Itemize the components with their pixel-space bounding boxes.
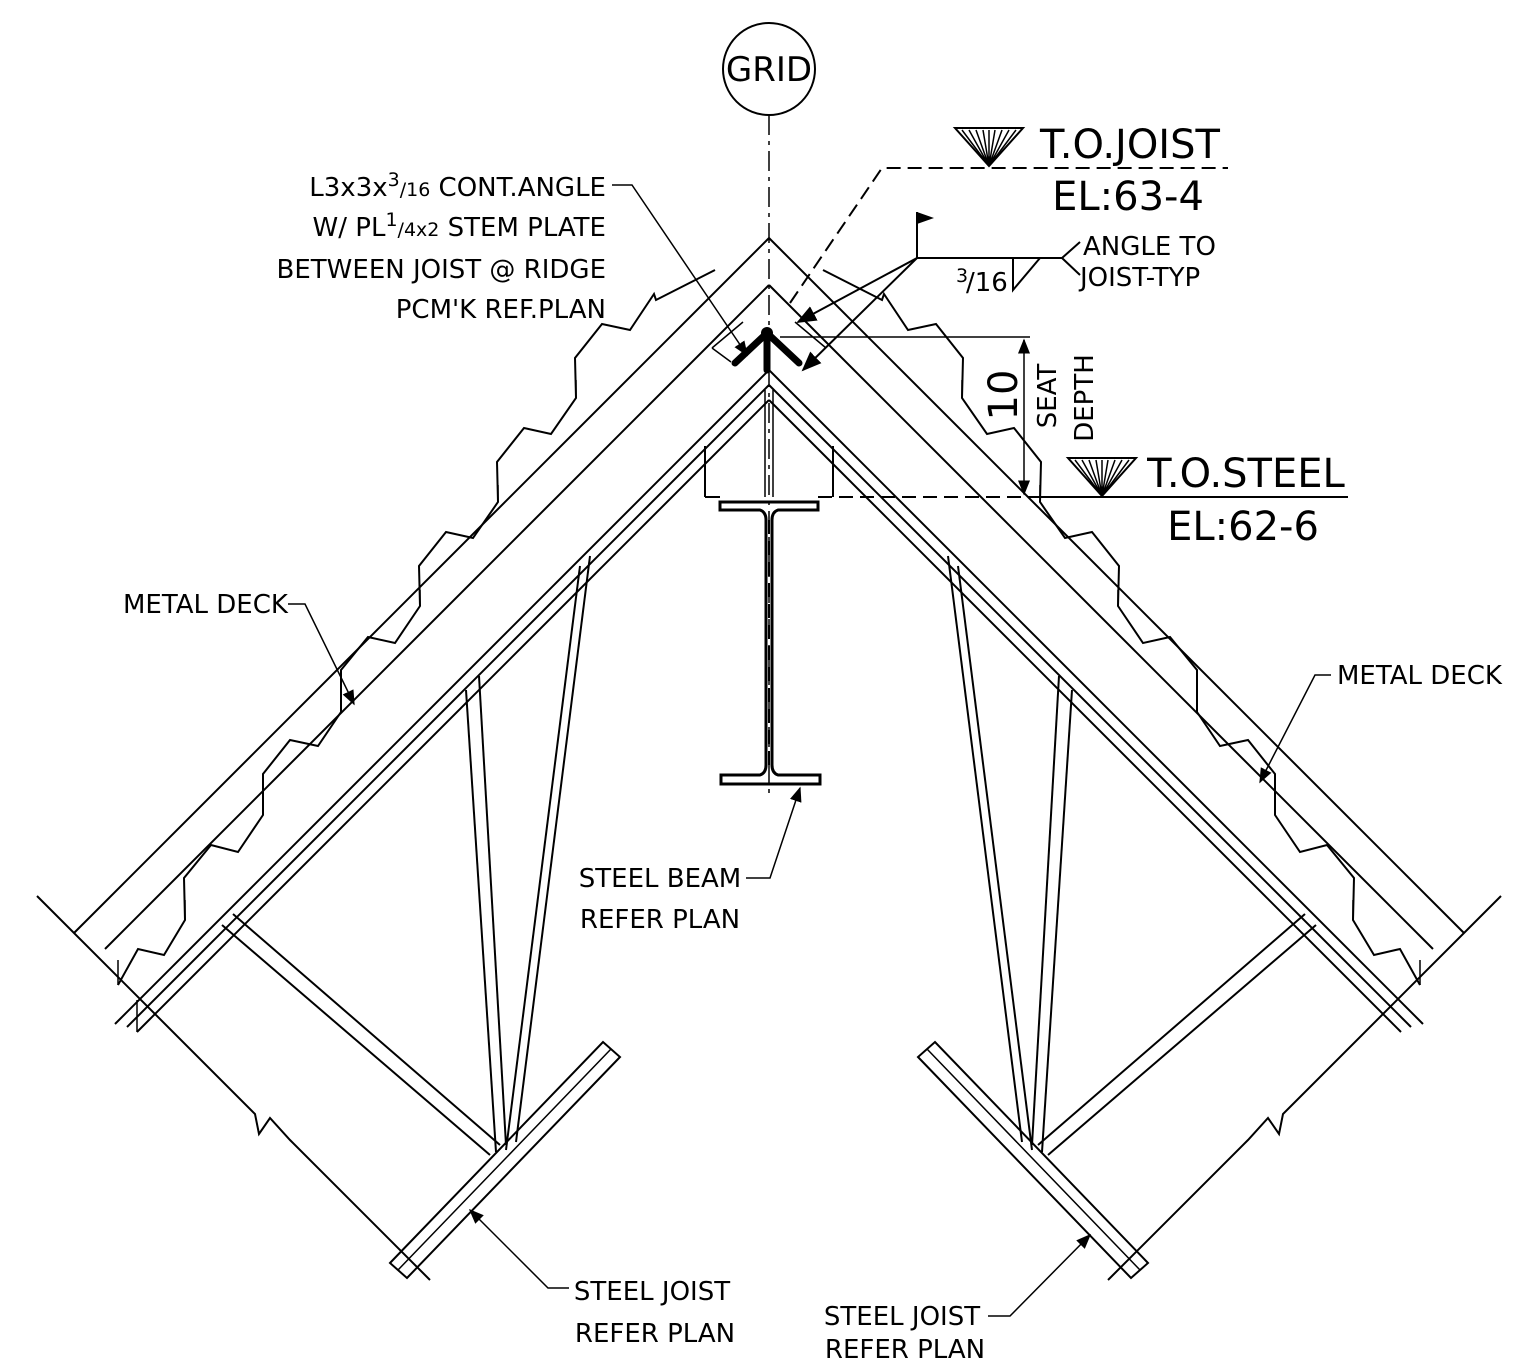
top-of-joist-mark: T.O.JOIST EL:63-4: [789, 122, 1228, 304]
steel-joist-right-label-1: STEEL JOIST: [824, 1302, 980, 1332]
top-of-joist-elevation: EL:63-4: [1052, 174, 1204, 220]
metal-deck-left: [117, 269, 716, 986]
break-line-right: [1107, 895, 1502, 1281]
weld-note-1: ANGLE TO: [1083, 232, 1216, 262]
ridge-note-line-1: L3x3x3/16 CONT.ANGLE: [309, 169, 606, 203]
seat-depth-label-1: SEAT: [1033, 364, 1063, 429]
seat-depth-value: 10: [981, 370, 1027, 421]
steel-joist-left-callout: STEEL JOIST REFER PLAN: [468, 1208, 735, 1349]
metal-deck-left-callout: METAL DECK: [123, 590, 355, 706]
joist-seat: [704, 390, 1030, 498]
ridge-angle: [711, 321, 827, 374]
weld-symbol: 3 /16 ANGLE TO JOIST-TYP: [796, 212, 1216, 372]
top-of-joist-title: T.O.JOIST: [1039, 122, 1220, 168]
metal-deck-left-label: METAL DECK: [123, 590, 289, 620]
weld-size-sup: 3: [956, 265, 968, 287]
joist-webs-left: [221, 555, 591, 1156]
grid-bubble: GRID: [722, 22, 816, 116]
ridge-note-line-4: PCM'K REF.PLAN: [396, 295, 606, 325]
ridge-note-line-2: W/ PL1/4x2 STEM PLATE: [313, 209, 606, 243]
metal-deck-right-label: METAL DECK: [1337, 661, 1503, 691]
steel-joist-right-callout: STEEL JOIST REFER PLAN: [824, 1233, 1092, 1361]
grid-label: GRID: [726, 50, 812, 90]
weld-size-sub: /16: [966, 268, 1008, 298]
field-weld-flag-icon: [917, 212, 934, 224]
steel-joist-right-label-2: REFER PLAN: [825, 1335, 985, 1361]
steel-beam-label-1: STEEL BEAM: [579, 864, 741, 894]
joist-bottom-chord-left: [388, 1040, 622, 1280]
steel-beam-label-2: REFER PLAN: [580, 905, 740, 935]
steel-joist-left-label-2: REFER PLAN: [575, 1319, 735, 1349]
roof-outline: [73, 237, 1465, 950]
top-of-steel-title: T.O.STEEL: [1146, 451, 1345, 497]
top-of-steel-elevation: EL:62-6: [1167, 504, 1319, 550]
seat-depth-label-2: DEPTH: [1070, 354, 1100, 442]
ridge-angle-note: L3x3x3/16 CONT.ANGLE W/ PL1/4x2 STEM PLA…: [277, 169, 748, 357]
metal-deck-right: [822, 269, 1421, 986]
ridge-note-line-3: BETWEEN JOIST @ RIDGE: [277, 255, 606, 285]
break-line-left: [36, 895, 431, 1281]
joist-webs-right: [947, 555, 1317, 1156]
joist-bottom-chord-right: [916, 1040, 1150, 1280]
joist-top-chords: [114, 369, 1424, 1033]
steel-joist-left-label-1: STEEL JOIST: [574, 1277, 730, 1307]
steel-beam: [718, 500, 822, 786]
top-of-steel-mark: T.O.STEEL EL:62-6: [1030, 451, 1348, 550]
seat-depth-dimension: 10 SEAT DEPTH: [780, 336, 1100, 496]
metal-deck-right-callout: METAL DECK: [1259, 661, 1503, 784]
steel-beam-callout: STEEL BEAM REFER PLAN: [579, 786, 802, 935]
weld-note-2: JOIST-TYP: [1078, 263, 1200, 293]
